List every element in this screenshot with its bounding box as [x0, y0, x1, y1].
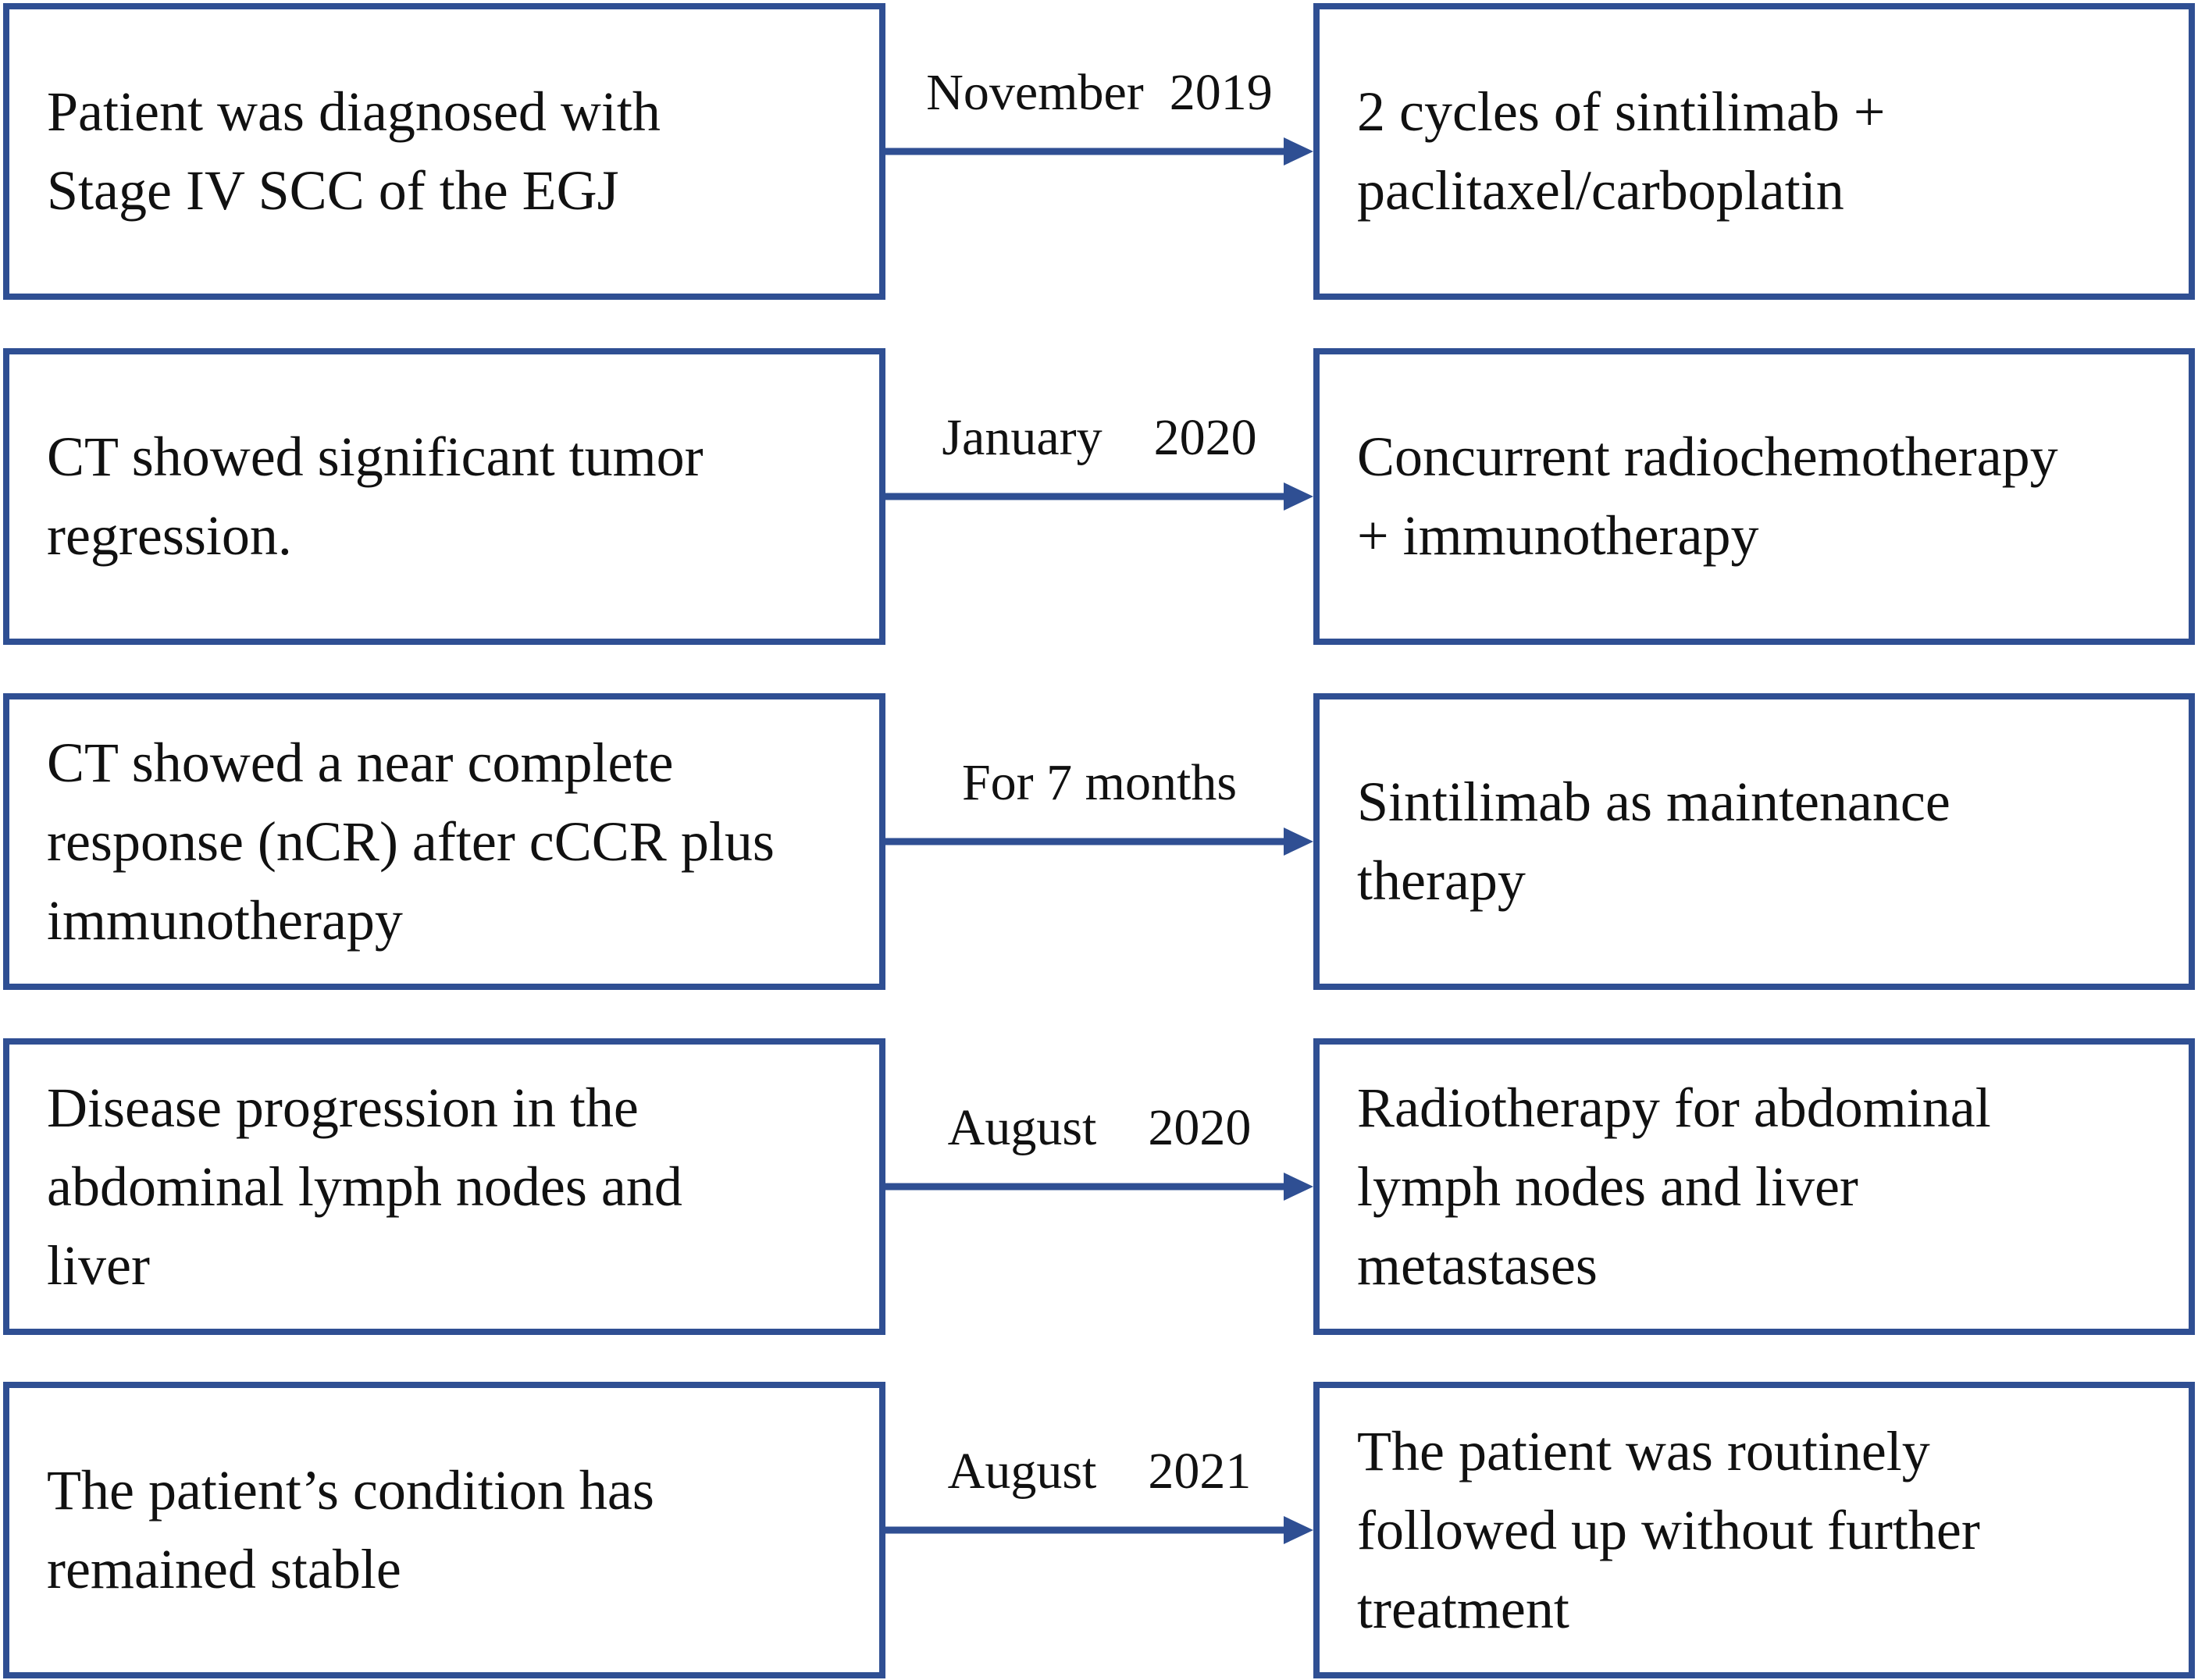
step-2-arrow — [885, 482, 1313, 511]
timeline-step-1: Patient was diagnosed with Stage IV SCC … — [0, 3, 2198, 300]
step-2-time-label: January 2020 — [942, 409, 1257, 466]
step-1-time-label: November 2019 — [926, 64, 1273, 121]
step-5-arrow — [885, 1516, 1313, 1544]
step-2-event-box: CT showed significant tumor regression. — [3, 348, 885, 645]
step-1-treatment-text: 2 cycles of sintilimab + paclitaxel/carb… — [1357, 80, 1886, 222]
step-5-treatment-box: The patient was routinely followed up wi… — [1313, 1382, 2195, 1678]
step-4-treatment-text: Radiotherapy for abdominal lymph nodes a… — [1357, 1076, 1991, 1297]
step-2-treatment-box: Concurrent radiochemotherapy + immunothe… — [1313, 348, 2195, 645]
step-2-event-text: CT showed significant tumor regression. — [47, 425, 704, 567]
step-3-treatment-text: Sintilimab as maintenance therapy — [1357, 771, 1950, 912]
step-4-event-box: Disease progression in the abdominal lym… — [3, 1038, 885, 1335]
step-1-event-text: Patient was diagnosed with Stage IV SCC … — [47, 80, 661, 222]
step-3-event-box: CT showed a near complete response (nCR)… — [3, 693, 885, 990]
step-4-time-label: August 2020 — [947, 1099, 1252, 1156]
timeline-step-4: Disease progression in the abdominal lym… — [0, 1038, 2198, 1335]
step-1-event-box: Patient was diagnosed with Stage IV SCC … — [3, 3, 885, 300]
timeline-step-5: The patient’s condition has remained sta… — [0, 1382, 2198, 1678]
step-5-event-box: The patient’s condition has remained sta… — [3, 1382, 885, 1678]
step-3-time-label: For 7 months — [961, 754, 1238, 811]
step-1-arrow — [885, 137, 1313, 166]
step-1-treatment-box: 2 cycles of sintilimab + paclitaxel/carb… — [1313, 3, 2195, 300]
step-2-treatment-text: Concurrent radiochemotherapy + immunothe… — [1357, 425, 2058, 567]
step-5-treatment-text: The patient was routinely followed up wi… — [1357, 1419, 1980, 1640]
step-3-event-text: CT showed a near complete response (nCR)… — [47, 731, 775, 952]
timeline-step-3: CT showed a near complete response (nCR)… — [0, 693, 2198, 990]
step-3-treatment-box: Sintilimab as maintenance therapy — [1313, 693, 2195, 990]
step-4-arrow — [885, 1173, 1313, 1201]
step-3-arrow — [885, 828, 1313, 856]
step-4-treatment-box: Radiotherapy for abdominal lymph nodes a… — [1313, 1038, 2195, 1335]
step-5-event-text: The patient’s condition has remained sta… — [47, 1459, 654, 1600]
step-4-event-text: Disease progression in the abdominal lym… — [47, 1076, 682, 1297]
timeline-step-2: CT showed significant tumor regression. … — [0, 348, 2198, 645]
step-5-time-label: August 2021 — [947, 1443, 1252, 1500]
